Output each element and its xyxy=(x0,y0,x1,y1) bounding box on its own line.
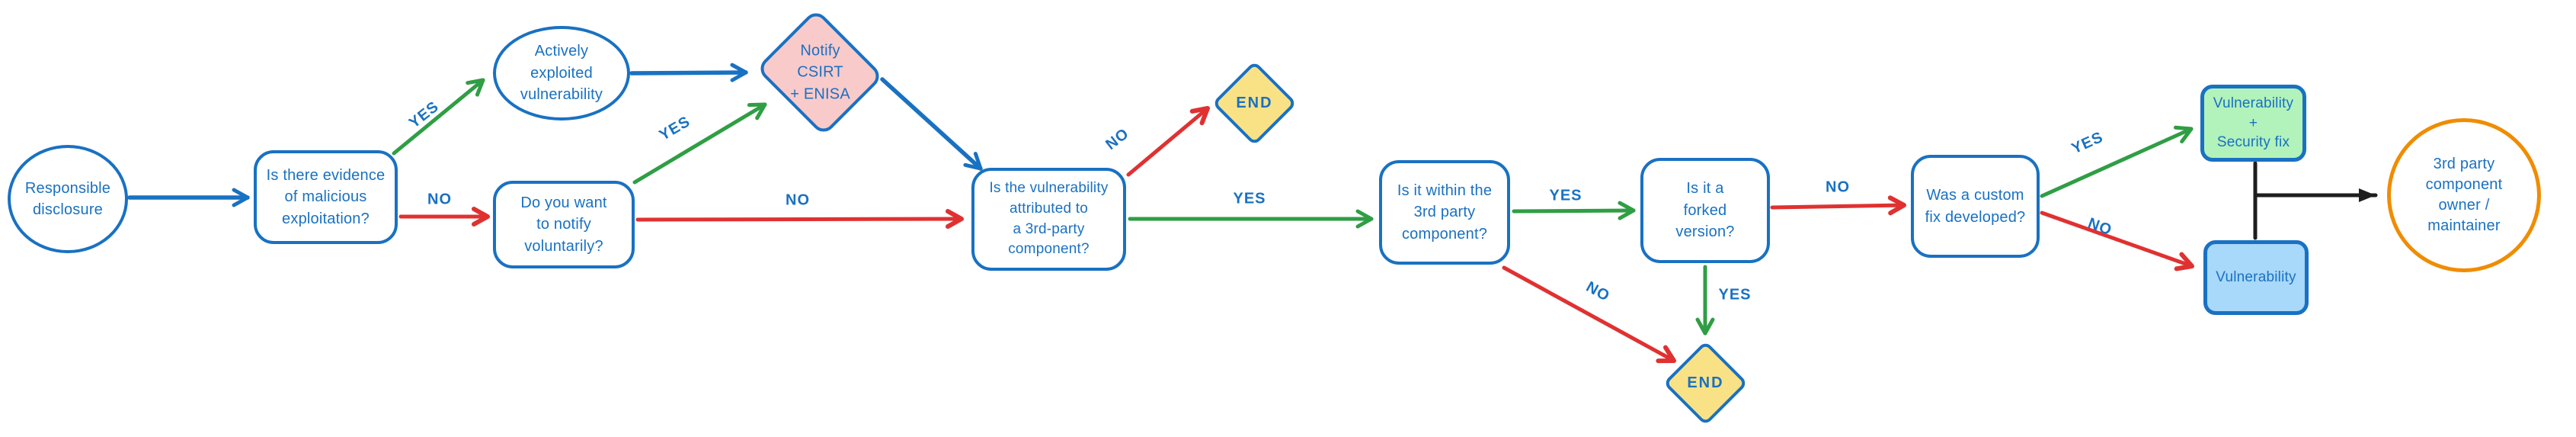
edge-label-evidence-no: NO xyxy=(427,191,452,208)
node-label: Was a custom fix developed? xyxy=(1925,187,2026,226)
node-label: Vulnerability + Security fix xyxy=(2213,95,2294,151)
edge-label-attributed-yes: YES xyxy=(1233,190,1266,207)
node-actively-exploited[interactable]: Actively exploited vulnerability xyxy=(493,26,630,120)
arrow-evidence-yes[interactable] xyxy=(392,78,485,156)
node-vulnerability-security-fix[interactable]: Vulnerability + Security fix xyxy=(2200,85,2306,162)
node-within-3rd-party[interactable]: Is it within the 3rd party component? xyxy=(1379,160,1510,265)
edge-label-forked-yes: YES xyxy=(1718,286,1752,304)
arrow-within-no[interactable] xyxy=(1502,265,1676,364)
node-label: Do you want to notify voluntarily? xyxy=(520,194,607,255)
node-forked-version[interactable]: Is it a forked version? xyxy=(1640,158,1770,263)
node-evidence-question[interactable]: Is there evidence of malicious exploitat… xyxy=(254,150,398,244)
node-label: Is the vulnerability attributed to a 3rd… xyxy=(989,179,1109,258)
node-3rd-party-owner[interactable]: 3rd party component owner / maintainer xyxy=(2387,118,2541,272)
node-label: Is it within the 3rd party component? xyxy=(1397,182,1493,243)
node-label: Actively exploited vulnerability xyxy=(520,43,603,104)
node-label: Notify CSIRT + ENISA xyxy=(789,42,850,103)
arrow-attributed-no[interactable] xyxy=(1126,106,1210,177)
node-label: Is there evidence of malicious exploitat… xyxy=(266,166,386,227)
node-attributed-3rd-party[interactable]: Is the vulnerability attributed to a 3rd… xyxy=(971,168,1126,271)
node-label: END xyxy=(1687,374,1724,392)
arrow-notify-no[interactable] xyxy=(635,209,964,230)
edge-label-within-yes: YES xyxy=(1549,187,1582,204)
node-label: Vulnerability xyxy=(2216,268,2296,285)
arrow-customfix-no[interactable] xyxy=(2040,210,2194,272)
node-label: Responsible disclosure xyxy=(24,179,111,218)
node-label: Is it a forked version? xyxy=(1675,180,1735,241)
node-vulnerability[interactable]: Vulnerability xyxy=(2203,240,2309,315)
node-responsible-disclosure[interactable]: Responsible disclosure xyxy=(8,145,128,253)
arrow-exploited-to-csirt[interactable] xyxy=(629,63,748,82)
arrow-forked-no[interactable] xyxy=(1770,195,1906,216)
arrow-customfix-yes[interactable] xyxy=(2040,125,2194,198)
arrow-notify-yes[interactable] xyxy=(632,102,767,185)
node-notify-voluntarily[interactable]: Do you want to notify voluntarily? xyxy=(493,181,635,268)
arrow-csirt-to-attributed[interactable] xyxy=(880,77,983,171)
node-label: END xyxy=(1236,95,1273,112)
edge-label-notify-no: NO xyxy=(786,191,810,209)
arrow-within-yes[interactable] xyxy=(1512,201,1636,220)
node-custom-fix[interactable]: Was a custom fix developed? xyxy=(1911,155,2040,258)
node-label: 3rd party component owner / maintainer xyxy=(2425,156,2503,234)
edge-label-forked-no: NO xyxy=(1826,178,1850,196)
